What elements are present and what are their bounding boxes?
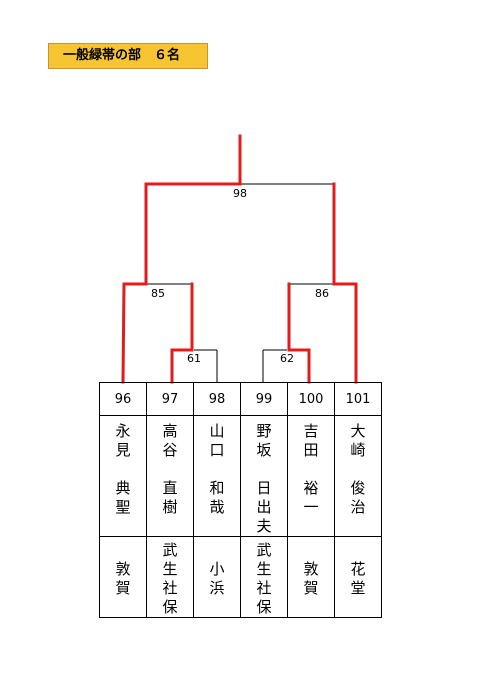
- player-club-cell: 敦賀: [287, 536, 335, 618]
- player-name: 永見 典聖: [115, 422, 131, 516]
- semi-left-score: 85: [151, 287, 165, 300]
- first-left-path: [170, 282, 194, 384]
- first-left-score: 61: [187, 352, 201, 365]
- player-score: 100: [287, 382, 335, 416]
- first-right-score: 62: [280, 352, 294, 365]
- player-name: 大崎 俊治: [350, 422, 366, 516]
- player-score: 96: [99, 382, 147, 416]
- player-name-cell: 永見 典聖: [99, 415, 147, 537]
- final-path-left: [144, 182, 242, 286]
- player-club: 花堂: [350, 560, 366, 597]
- player-name: 山口 和哉: [209, 422, 225, 516]
- player-name-cell: 吉田 裕一: [287, 415, 335, 537]
- player-name: 吉田 裕一: [303, 422, 319, 516]
- semi-left-path: [121, 282, 148, 384]
- first-right-path: [287, 282, 311, 384]
- player-score-row: 96 97 98 99 100 101: [99, 382, 382, 416]
- semi-right-path: [332, 182, 358, 384]
- player-club: 武生社保: [256, 541, 272, 616]
- player-score: 97: [146, 382, 194, 416]
- player-score: 101: [334, 382, 382, 416]
- player-name-cell: 山口 和哉: [193, 415, 241, 537]
- players-table: 96 97 98 99 100 101 永見 典聖 高谷 直樹 山口 和哉 野坂…: [99, 382, 382, 618]
- division-title: 一般緑帯の部 ６名: [48, 43, 208, 69]
- player-score: 98: [193, 382, 241, 416]
- player-club-cell: 敦賀: [99, 536, 147, 618]
- player-name: 高谷 直樹: [162, 422, 178, 516]
- player-club-cell: 小浜: [193, 536, 241, 618]
- player-club: 武生社保: [162, 541, 178, 616]
- player-name-cell: 大崎 俊治: [334, 415, 382, 537]
- player-club-cell: 武生社保: [146, 536, 194, 618]
- player-club-cell: 花堂: [334, 536, 382, 618]
- player-name: 野坂 日出夫: [256, 422, 272, 535]
- bracket-lines: [146, 183, 334, 382]
- player-name-row: 永見 典聖 高谷 直樹 山口 和哉 野坂 日出夫 吉田 裕一 大崎 俊治: [99, 415, 382, 537]
- final-score: 98: [233, 187, 247, 200]
- player-score: 99: [240, 382, 288, 416]
- player-name-cell: 野坂 日出夫: [240, 415, 288, 537]
- player-name-cell: 高谷 直樹: [146, 415, 194, 537]
- player-club: 敦賀: [303, 560, 319, 597]
- winner-path: [121, 134, 358, 384]
- semi-right-score: 86: [315, 287, 329, 300]
- player-club-cell: 武生社保: [240, 536, 288, 618]
- player-club: 小浜: [209, 560, 225, 597]
- player-club: 敦賀: [115, 560, 131, 597]
- player-club-row: 敦賀 武生社保 小浜 武生社保 敦賀 花堂: [99, 536, 382, 618]
